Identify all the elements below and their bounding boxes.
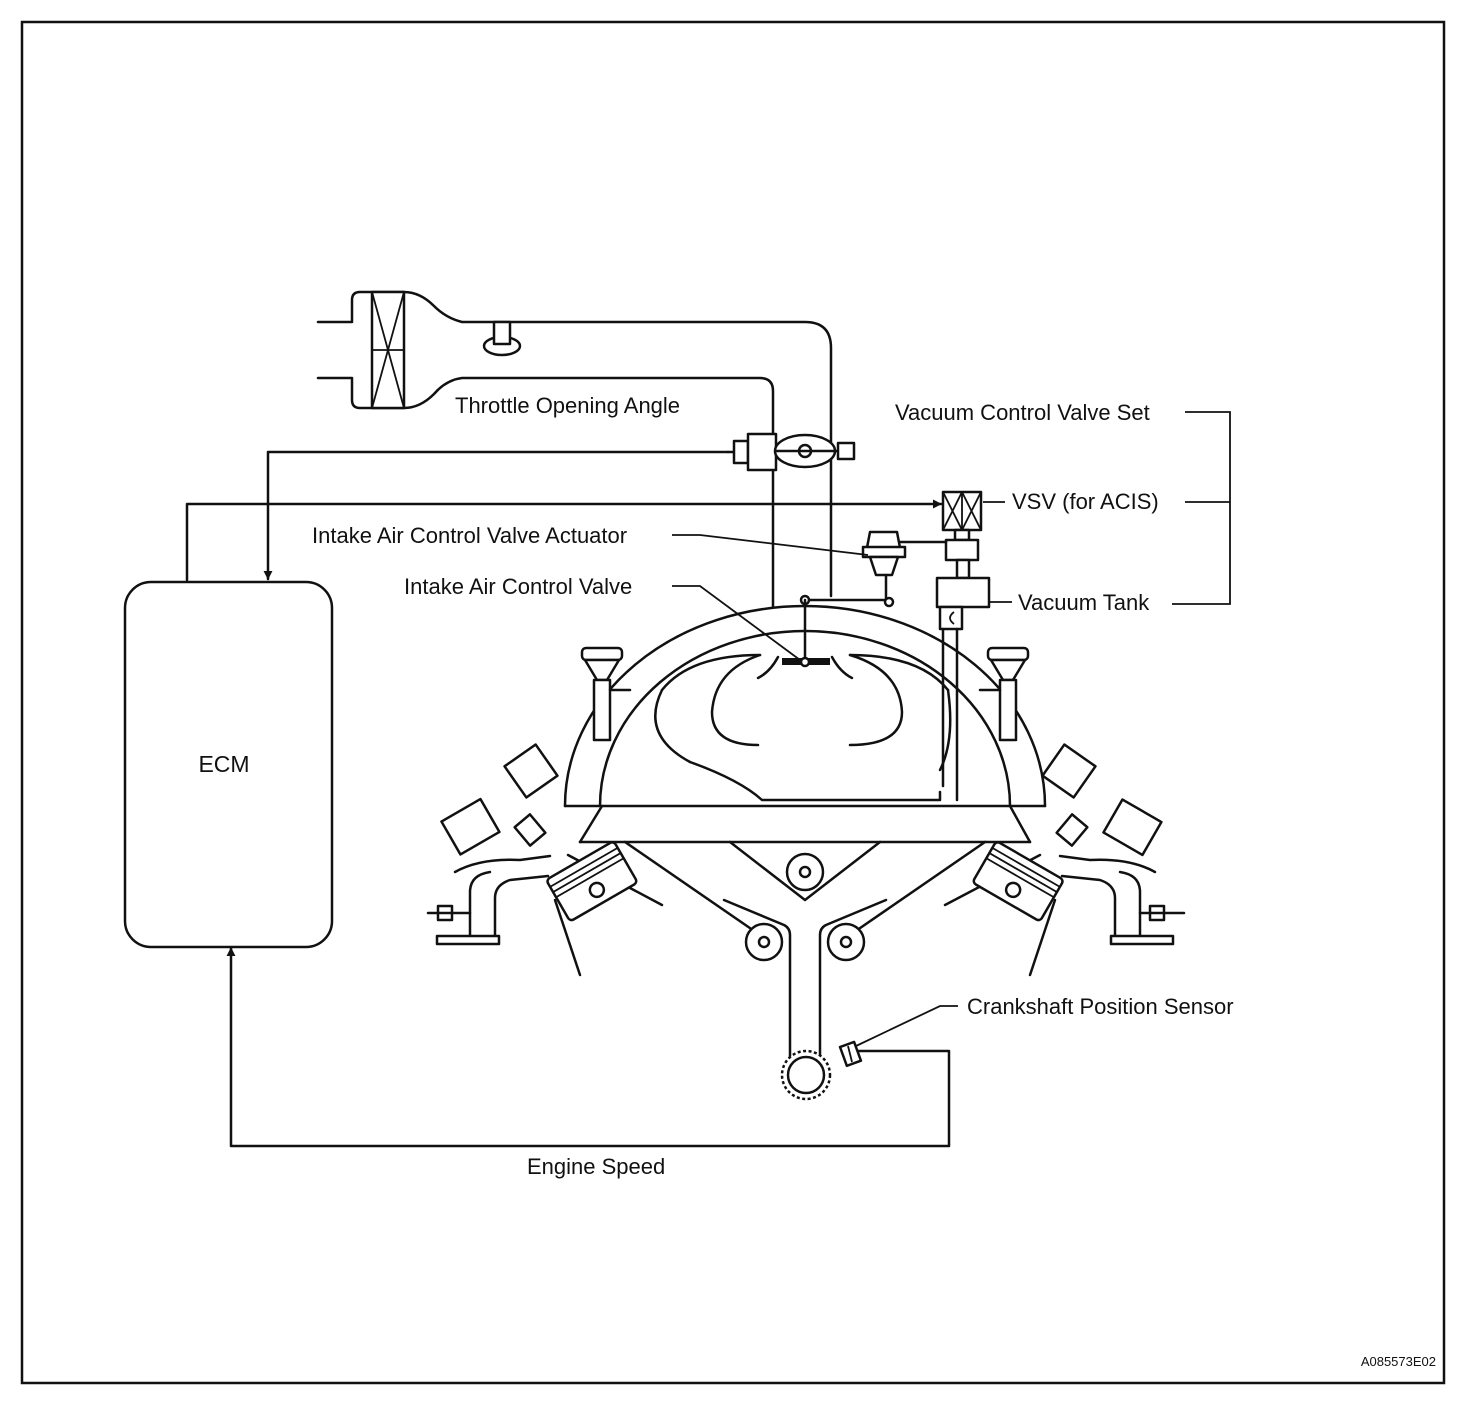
vcv-set-bracket: [1172, 411, 1231, 605]
crankshaft-position-sensor: [838, 1040, 863, 1068]
throttle-position-sensor: [726, 432, 856, 472]
vacuum-control-valve-set-label: Vacuum Control Valve Set: [895, 400, 1150, 425]
diagram-frame: [20, 20, 1446, 1385]
engine-speed-label: Engine Speed: [527, 1154, 665, 1179]
vacuum-tank: [935, 576, 991, 802]
crankshaft-position-sensor-label: Crankshaft Position Sensor: [967, 994, 1234, 1019]
actuator-leader: [672, 534, 869, 556]
vacuum-tank-label: Vacuum Tank: [1018, 590, 1150, 615]
vsv-label: VSV (for ACIS): [1012, 489, 1159, 514]
throttle-signal-line: [263, 450, 730, 581]
left-cylinder-head: [426, 646, 638, 946]
right-cylinder-head: [972, 646, 1186, 946]
vsv-drive-line: [185, 499, 943, 582]
iacv-label: Intake Air Control Valve: [404, 574, 632, 599]
iacv-leader: [672, 585, 801, 661]
figure-code: A085573E02: [1361, 1354, 1436, 1369]
ecm-label: ECM: [198, 751, 249, 777]
engine-block: [553, 804, 1057, 977]
crank-sensor-leader: [855, 1005, 958, 1047]
timing-belt: [722, 852, 888, 1101]
ecm-box: [123, 580, 334, 949]
throttle-opening-angle-label: Throttle Opening Angle: [455, 393, 680, 418]
engine-speed-line: [226, 946, 951, 1148]
vsv: [941, 490, 983, 580]
intake-air-control-valve: [756, 598, 854, 680]
air-cleaner: [316, 290, 833, 609]
actuator-label: Intake Air Control Valve Actuator: [312, 523, 627, 548]
actuator: [799, 530, 907, 608]
